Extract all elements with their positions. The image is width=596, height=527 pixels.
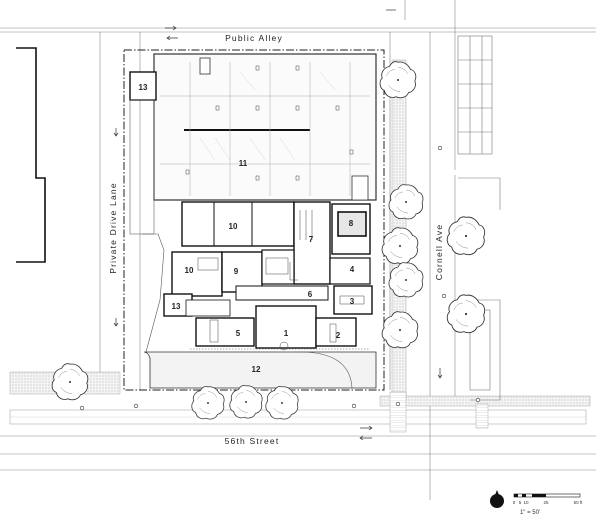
west-path xyxy=(142,233,165,353)
crosswalk-east xyxy=(389,391,407,433)
scale-tick-5: 5 xyxy=(519,500,522,505)
room-13-north-label: 13 xyxy=(139,83,148,92)
label-cornell-ave: Cornell Ave xyxy=(434,224,444,281)
room-8-label: 8 xyxy=(349,219,354,228)
room-3-label: 3 xyxy=(350,297,355,306)
room-10b-label: 10 xyxy=(185,266,194,275)
room-7-label: 7 xyxy=(309,235,314,244)
parking-garage xyxy=(153,53,377,201)
room-6-label: 6 xyxy=(308,290,313,299)
scale-tick-25: 25 xyxy=(543,500,549,505)
room-9-label: 9 xyxy=(234,267,239,276)
room-1-label: 1 xyxy=(284,329,289,338)
north-arrow-icon xyxy=(490,490,504,508)
room-4-label: 4 xyxy=(350,265,355,274)
label-public-alley: Public Alley xyxy=(225,33,283,43)
label-private-drive-lane: Private Drive Lane xyxy=(108,182,118,274)
building-plan xyxy=(163,201,373,349)
plaza-12 xyxy=(143,351,377,389)
room-10-label: 10 xyxy=(229,222,238,231)
scale-tick-50: 50 ft xyxy=(574,500,584,505)
neighbor-building-west xyxy=(16,47,46,263)
scale-note: 1" = 50' xyxy=(520,510,540,516)
plaza-curve xyxy=(299,351,353,389)
post-markers xyxy=(79,145,481,411)
room-13-south-label: 13 xyxy=(172,302,181,311)
neighbor-block-east xyxy=(457,35,501,401)
scale-tick-0: 0 xyxy=(513,500,516,505)
scale-tick-10: 10 xyxy=(523,500,529,505)
room-11-label: 11 xyxy=(239,159,248,168)
interior-details xyxy=(197,210,365,351)
room-5-label: 5 xyxy=(236,329,241,338)
arrow-markers xyxy=(113,9,443,441)
scale-bar: 0 5 10 25 50 ft 1" = 50' xyxy=(513,493,584,516)
side-structure xyxy=(129,99,155,235)
crosswalk-south xyxy=(475,403,489,429)
room-12-label: 12 xyxy=(252,365,261,374)
label-56th-street: 56th Street xyxy=(225,436,280,446)
context-lines xyxy=(0,0,596,500)
room-2-label: 2 xyxy=(336,331,341,340)
